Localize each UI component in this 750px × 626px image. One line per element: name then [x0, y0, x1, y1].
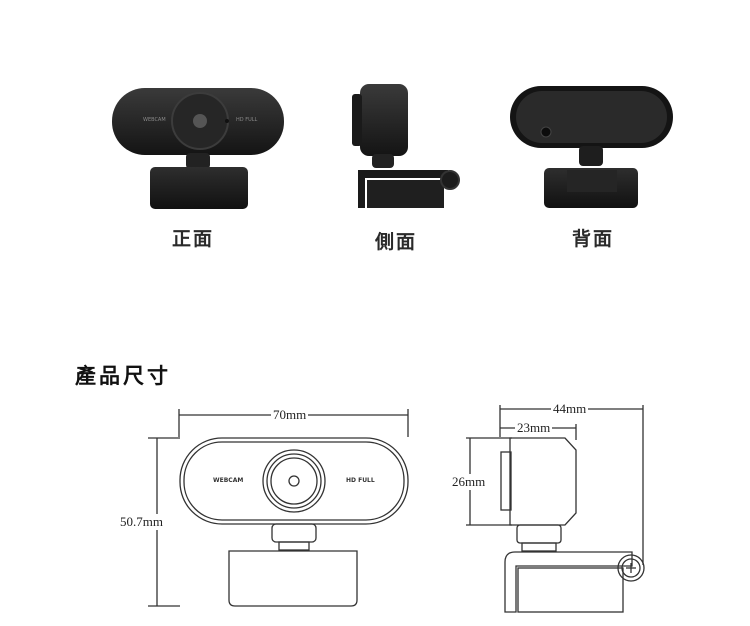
diagram-hdfull-text: HD FULL: [346, 477, 375, 484]
height-dimension: 50.7mm: [118, 514, 165, 530]
front-view-webcam: [112, 88, 284, 209]
side-body-depth-dimension: 23mm: [515, 420, 553, 436]
side-total-depth-dimension: 44mm: [551, 401, 589, 417]
width-dimension: 70mm: [271, 407, 309, 423]
diagram-webcam-text: WEBCAM: [213, 477, 244, 484]
front-dimension-diagram: [148, 409, 409, 607]
side-view-webcam: [352, 84, 460, 208]
side-body-height-dimension: 26mm: [450, 474, 488, 490]
front-hdfull-text: HD FULL: [236, 117, 258, 123]
back-view-label: 背面: [572, 228, 615, 250]
side-view-label: 側面: [375, 231, 418, 253]
front-webcam-text: WEBCAM: [143, 117, 166, 123]
front-view-label: 正面: [172, 228, 215, 250]
back-view-webcam: [510, 86, 673, 208]
side-dimension-diagram: [466, 405, 645, 613]
dimensions-title: 產品尺寸: [75, 364, 171, 388]
